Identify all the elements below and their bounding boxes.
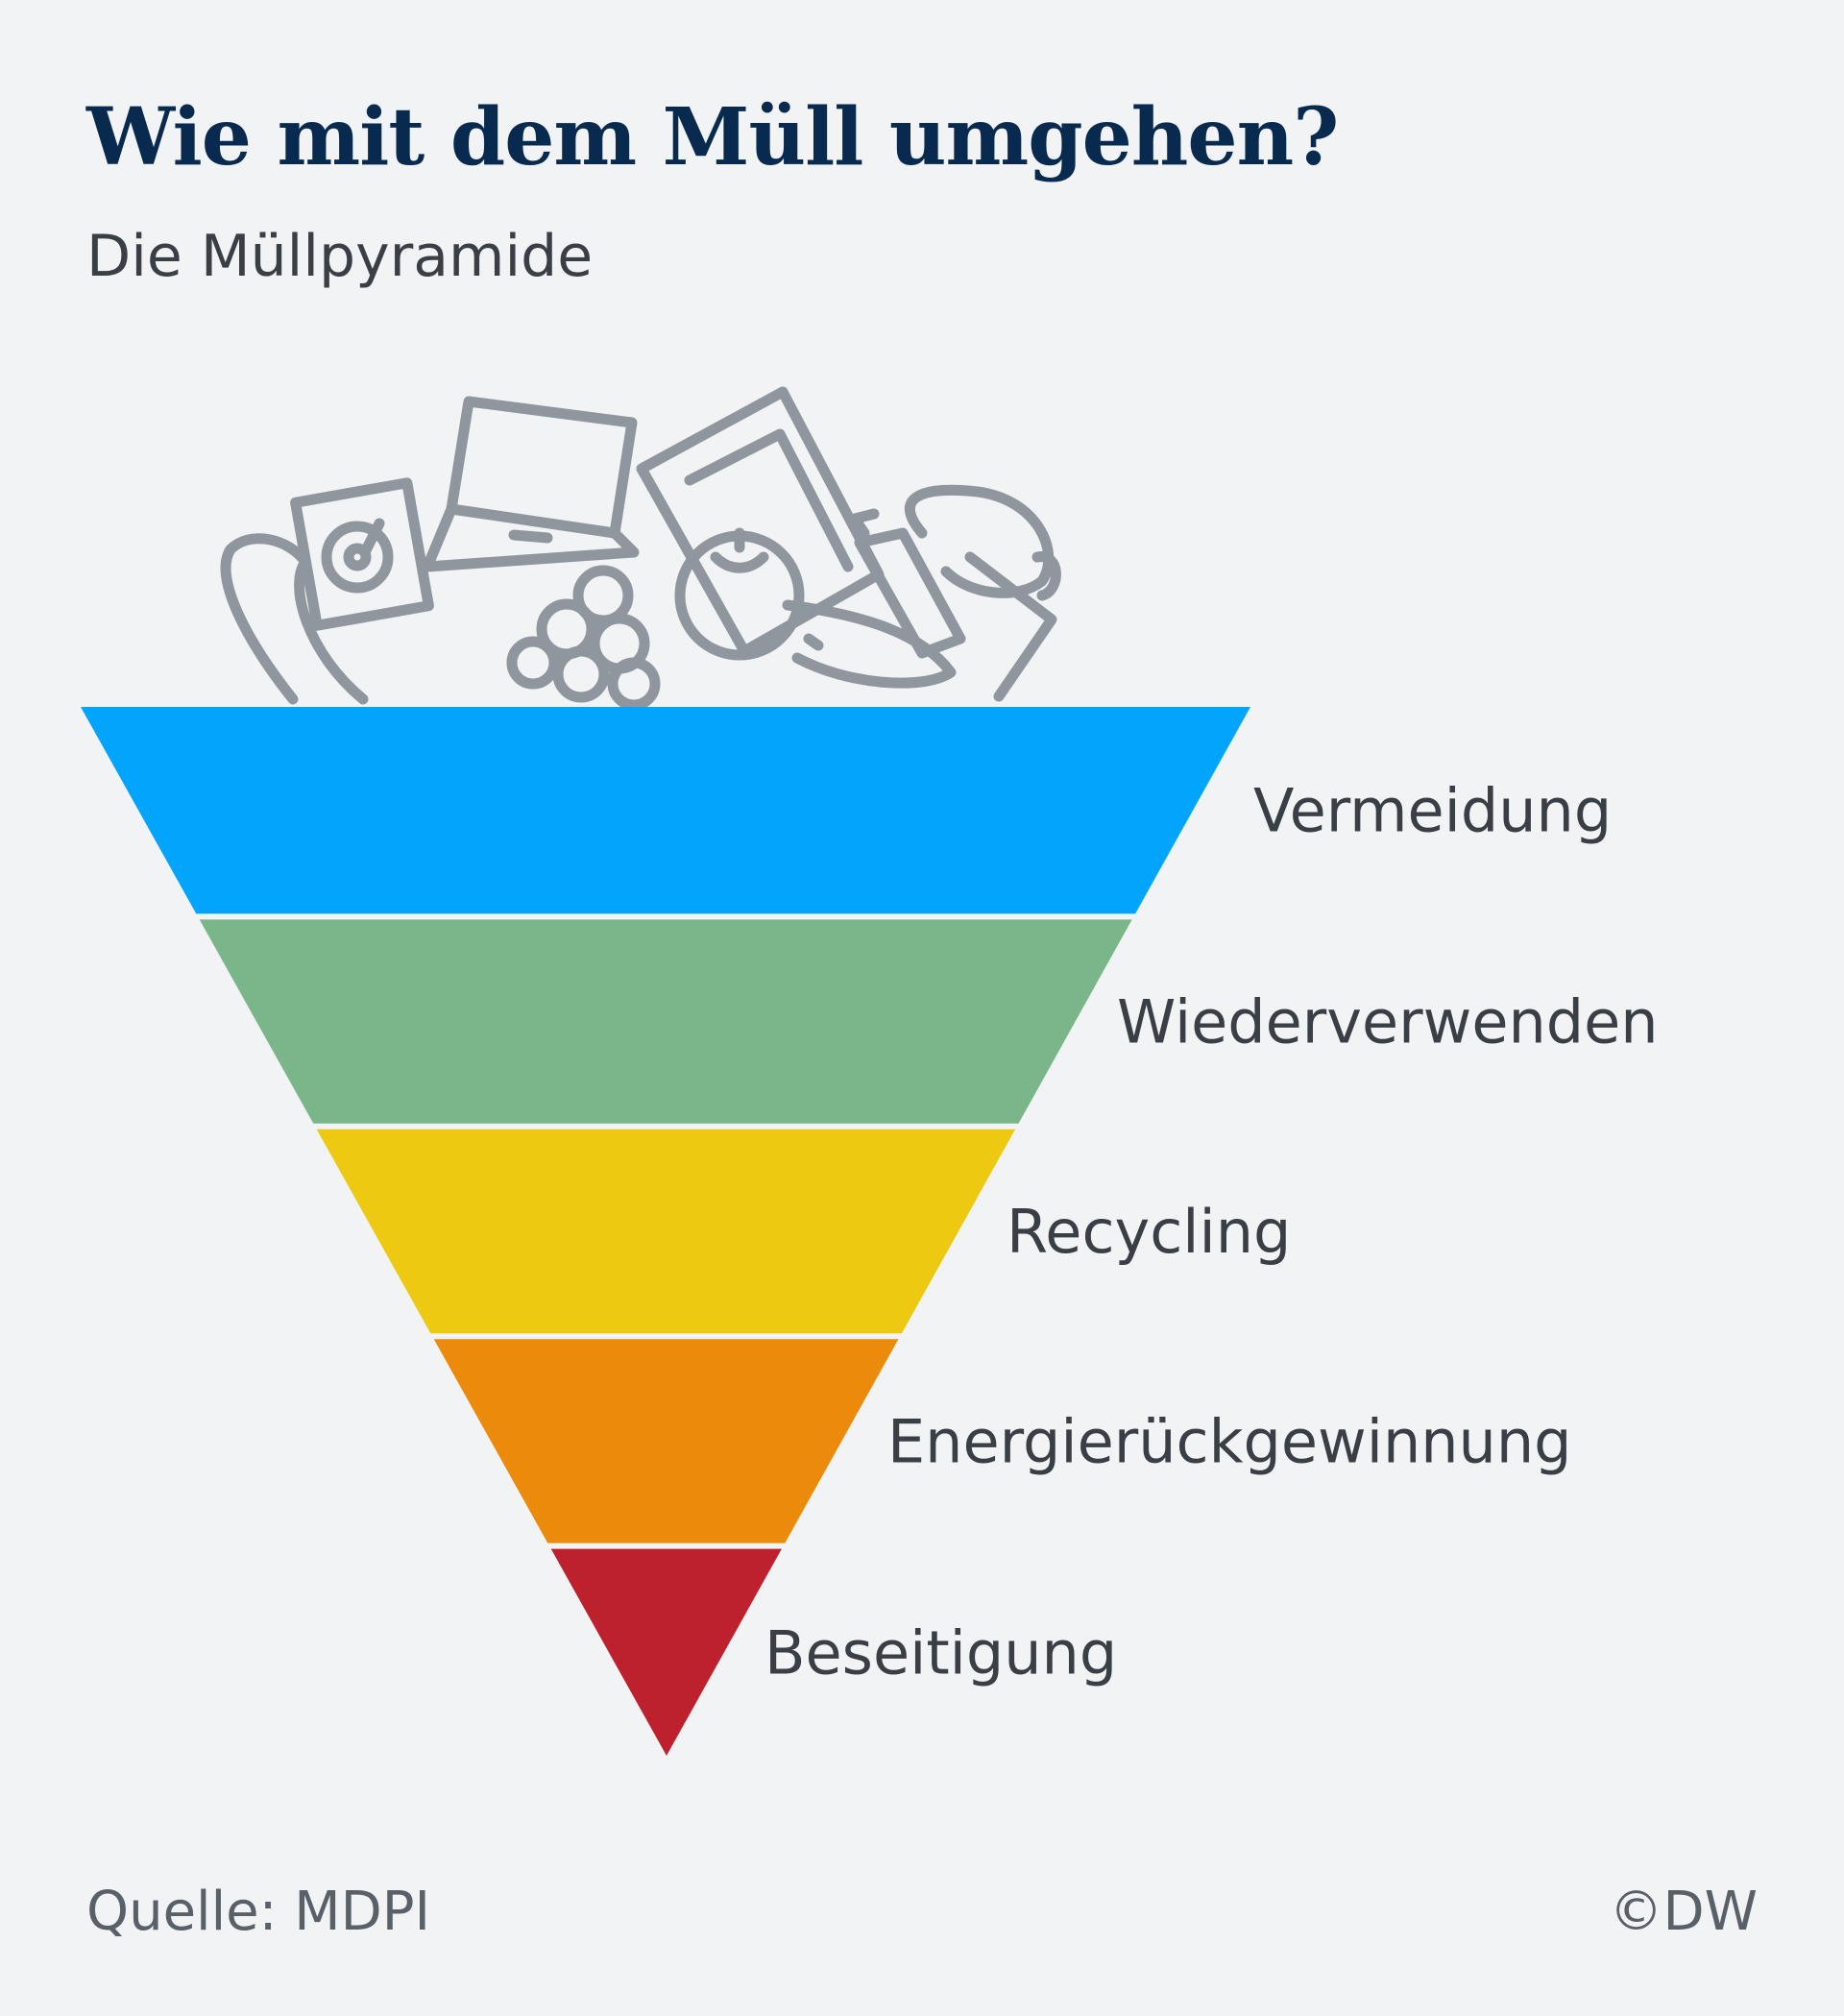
pyramid-level-label: Vermeidung <box>1253 776 1612 846</box>
bottle-icon <box>849 508 966 659</box>
pyramid-level-4 <box>433 1339 899 1543</box>
copyright-note: ©DW <box>1609 1881 1759 1943</box>
pyramid-level-label: Wiederverwenden <box>1117 987 1659 1057</box>
hard-drive-icon <box>290 477 434 631</box>
tomato-icon <box>674 527 805 661</box>
laptop-icon <box>422 396 640 572</box>
pyramid-level-label: Beseitigung <box>764 1617 1117 1688</box>
bread-icon <box>905 484 1061 702</box>
page-title: Wie mit dem Müll umgehen? <box>86 91 1339 183</box>
waste-pile-illustration <box>220 386 1061 711</box>
melon-icon <box>782 599 957 689</box>
pyramid-level-label: Recycling <box>1007 1197 1291 1267</box>
pyramid-level-2 <box>199 919 1132 1124</box>
source-note: Quelle: MDPI <box>86 1881 430 1943</box>
pyramid-level-5 <box>550 1548 782 1756</box>
pyramid-level-3 <box>316 1129 1016 1334</box>
pyramid-level-1 <box>81 707 1250 914</box>
page-subtitle: Die Müllpyramide <box>86 223 594 290</box>
grapes-icon <box>506 565 661 711</box>
banana-icon <box>220 533 369 705</box>
pyramid-level-label: Energierückgewinnung <box>887 1406 1572 1476</box>
